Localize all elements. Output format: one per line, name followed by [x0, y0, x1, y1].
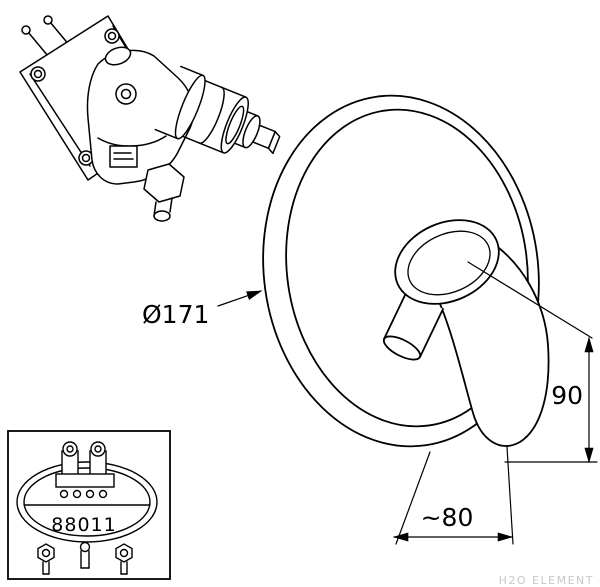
mounting-screw-head — [21, 25, 31, 35]
plate-hole — [81, 153, 91, 163]
plate-hole — [104, 28, 120, 44]
inset-stop-cap — [90, 441, 106, 457]
body-label — [109, 145, 138, 168]
width-dimension: ~80 — [392, 446, 514, 545]
valve-boss — [120, 88, 132, 100]
valve-boss — [115, 83, 137, 105]
width-extension-line — [395, 451, 431, 545]
height-dimension: 90 — [467, 261, 598, 464]
inset-port-dot — [72, 489, 82, 499]
bottom-port-end — [153, 210, 171, 222]
inset-port-dot — [59, 489, 69, 499]
hub-line — [383, 290, 408, 340]
width-dimension-label: ~80 — [421, 503, 474, 532]
hub-line — [419, 308, 444, 358]
trim-plate-inner-edge — [285, 108, 529, 428]
inset-crossbar — [55, 473, 115, 488]
inset-hex-nut-hole — [119, 548, 129, 558]
inset-hex-nut — [37, 543, 55, 563]
handle-hub — [382, 290, 444, 361]
inset-stop-cap — [62, 441, 78, 457]
plate-hole — [107, 31, 117, 41]
mounting-screw-head — [43, 15, 53, 25]
plate-hole — [33, 69, 43, 79]
mounting-screw — [27, 31, 49, 57]
cartridge-line — [181, 135, 225, 154]
width-extension-line — [506, 446, 514, 545]
inset-hex-nut-hole — [41, 548, 51, 558]
diameter-leader-line — [217, 290, 263, 307]
watermark: H2O ELEMENT — [499, 574, 594, 587]
inset-stop-cap — [94, 445, 102, 453]
inset-stop-cap — [66, 445, 74, 453]
spindle-line — [258, 124, 276, 133]
neck-face — [242, 115, 261, 149]
inset-center-screw — [79, 541, 91, 553]
valve-port — [104, 46, 132, 66]
cartridge — [154, 65, 281, 155]
cartridge-line — [204, 79, 247, 98]
spindle-line — [251, 141, 270, 150]
hex-nut — [143, 163, 185, 203]
bottom-port — [169, 197, 173, 213]
inset-flange-outer — [16, 461, 158, 543]
cartridge-housing-line — [179, 65, 204, 77]
cartridge-face-inner — [225, 105, 245, 145]
concealed-valve-body-drawing — [19, 15, 281, 222]
dimension-annotations: Ø171 90 ~80 — [142, 261, 598, 545]
mounting-plate-edge — [29, 73, 91, 167]
hub-end-face — [382, 335, 422, 361]
handle-cap-inner — [407, 230, 491, 296]
inset-box: 88011 — [7, 430, 171, 580]
cartridge-ring — [198, 86, 225, 144]
inset-port-dot — [98, 489, 108, 499]
plate-hole — [30, 66, 46, 82]
diameter-dimension-label: Ø171 — [142, 300, 209, 329]
cartridge-housing-rim — [174, 74, 206, 140]
inset-flange-inner — [23, 467, 151, 537]
inset-hex-nut — [115, 543, 133, 563]
inset-valve-drawing — [16, 441, 158, 575]
spindle-end-face — [267, 130, 281, 155]
lever-handle-drawing — [382, 219, 550, 447]
diameter-dimension: Ø171 — [142, 290, 263, 329]
inset-part-number: 88011 — [51, 514, 116, 536]
cartridge-housing-line — [154, 128, 179, 140]
height-dimension-label: 90 — [551, 381, 583, 410]
height-extension-line — [467, 261, 593, 339]
inset-port-dot — [85, 489, 95, 499]
